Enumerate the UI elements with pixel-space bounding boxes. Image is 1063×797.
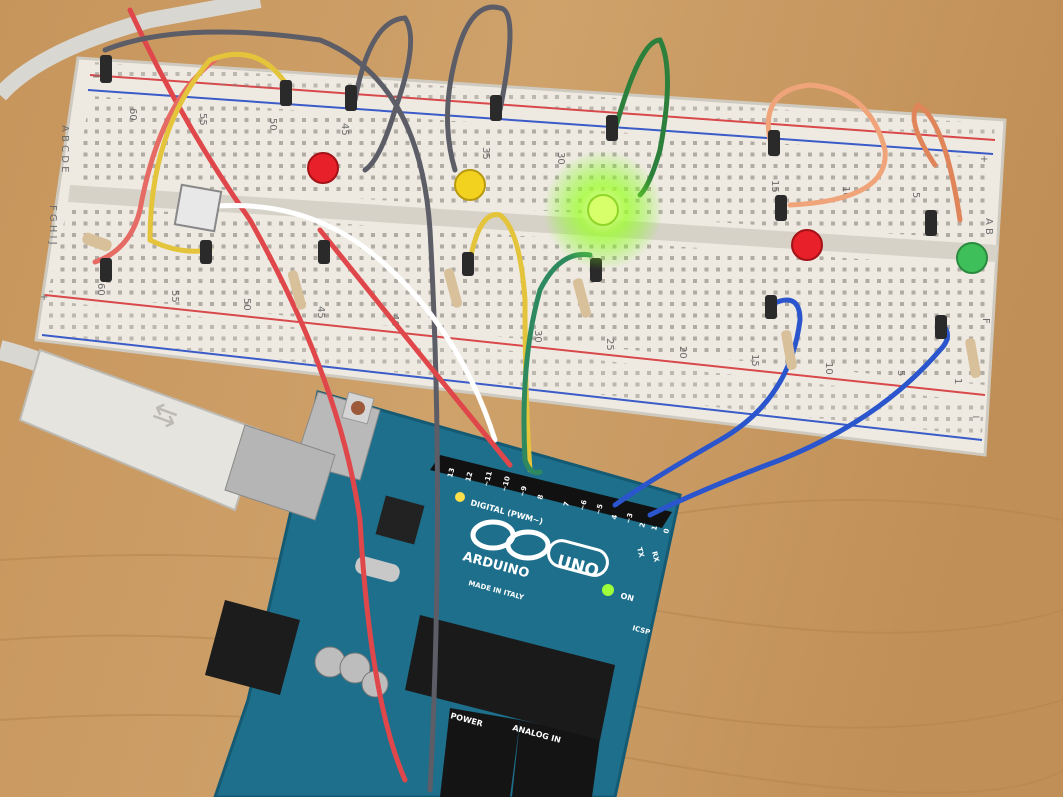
wire-red-long: [127, 7, 408, 783]
rail-sign-3: −: [972, 412, 980, 423]
yellow-led: [454, 169, 486, 201]
wire-white: [182, 203, 498, 443]
green-led-lit: [587, 194, 619, 226]
col-num-bottom-11: 5: [895, 370, 906, 376]
row-letters-left-lower: F G H I J: [47, 205, 58, 245]
wire-orange-2: [911, 101, 963, 223]
pin-label-1: 1: [650, 525, 659, 532]
wire-blue-2: [647, 319, 950, 518]
col-num-bottom-2: 50: [241, 298, 252, 311]
pin-label-5: ~5: [594, 503, 605, 516]
resistor-1: [287, 270, 307, 310]
col-num-bottom-12: 1: [952, 378, 963, 384]
usb-chip: [375, 495, 425, 545]
rail-sign-2: +: [40, 292, 48, 303]
pin-number-labels: 13 12 ~11 ~10 ~9 8 7 ~6 ~5 4 ~3 2 1 0: [446, 467, 671, 535]
pin-label-2: 2: [638, 522, 647, 529]
pin-label-10: ~10: [500, 475, 512, 492]
col-num-top-3: 45: [339, 123, 350, 136]
crystal: [355, 556, 400, 582]
wire-yellow-left: [147, 51, 293, 254]
col-num-bottom-6: 30: [532, 330, 543, 343]
pin-label-7: 7: [562, 501, 571, 508]
arduino-uno-board: ARDUINO UNO MADE IN ITALY DIGITAL (PWM~)…: [205, 390, 682, 797]
wire-gray-long: [102, 29, 440, 793]
pin-label-8: 8: [536, 494, 545, 501]
wire-gray-led2: [445, 4, 513, 173]
pin-label-3: ~3: [624, 512, 635, 525]
wires: [92, 4, 963, 793]
usb-cable: ⇆: [0, 340, 336, 521]
rail-sign-1: +: [980, 154, 988, 165]
col-num-top-5: 35: [480, 147, 491, 160]
leds: [307, 150, 988, 274]
pin-label-4: 4: [610, 514, 619, 521]
on-led: [602, 584, 614, 596]
resistor-5: [965, 338, 981, 378]
col-num-top-10: 10: [840, 186, 851, 199]
wire-gray-led1: [352, 15, 414, 173]
resistor-4: [781, 330, 797, 370]
digital-header: [430, 455, 672, 528]
pin-label-11: ~11: [482, 470, 494, 487]
resistor-3: [572, 278, 592, 318]
wire-red-to-pin: [317, 227, 513, 468]
col-num-top-9: 15: [769, 180, 780, 193]
col-num-top-11: 5: [910, 192, 921, 198]
wire-blue-1: [612, 297, 803, 508]
power-jack: [205, 600, 300, 695]
resistors: [82, 232, 981, 378]
arduino-logo-right-loop: [505, 529, 551, 561]
pin-label-13: 13: [446, 467, 456, 479]
red-led-left: [307, 152, 339, 184]
row-letters-right-lower: F: [980, 318, 991, 324]
col-num-bottom-9: 15: [749, 354, 760, 367]
wire-orange-1: [765, 82, 888, 208]
pin-label-9: ~9: [518, 485, 529, 498]
col-num-bottom-10: 10: [823, 362, 834, 375]
col-num-bottom-8: 20: [677, 346, 688, 359]
row-letters-left: A B C D E: [59, 125, 70, 172]
pin-label-0: 0: [662, 528, 671, 535]
col-num-bottom-0: 60: [95, 283, 106, 296]
col-num-top-2: 50: [267, 118, 278, 131]
power-header: [440, 708, 520, 797]
breadboard: [34, 56, 1007, 457]
uno-badge: [547, 539, 609, 577]
row-letters-right: A B: [983, 218, 994, 235]
column-numbers-top: 60 55 50 45 35 30 15 10 5: [127, 108, 921, 199]
wire-yellow-mid: [467, 212, 533, 473]
pushbutton[interactable]: [173, 183, 223, 233]
usb-plug: [18, 348, 262, 512]
resistor-6: [82, 232, 112, 252]
tx-label: TX: [635, 546, 646, 558]
col-num-bottom-1: 55: [169, 290, 180, 303]
green-led-right: [956, 242, 988, 274]
col-num-top-0: 60: [127, 108, 138, 121]
usb-plug-metal: [224, 424, 336, 521]
capacitor-2: [339, 652, 371, 684]
on-label: ON: [619, 591, 634, 603]
wire-green-mid: [521, 251, 593, 475]
atmega-chip: [405, 615, 615, 740]
rx-label: RX: [650, 550, 661, 563]
pin-label-12: 12: [464, 471, 474, 483]
col-num-bottom-3: 45: [315, 306, 326, 319]
rail-signs: − + + −: [40, 72, 988, 423]
l-led: [455, 492, 465, 502]
col-num-top-1: 55: [197, 113, 208, 126]
pin-label-6: ~6: [578, 499, 589, 512]
red-led-right: [791, 229, 823, 261]
rail-sign-0: −: [92, 72, 100, 83]
col-num-bottom-7: 25: [604, 338, 615, 351]
wire-connectors: [100, 55, 947, 339]
analog-header: [512, 720, 600, 797]
resistor-2: [443, 268, 463, 308]
wire-green-top: [612, 37, 670, 198]
col-num-top-6: 30: [555, 152, 566, 165]
